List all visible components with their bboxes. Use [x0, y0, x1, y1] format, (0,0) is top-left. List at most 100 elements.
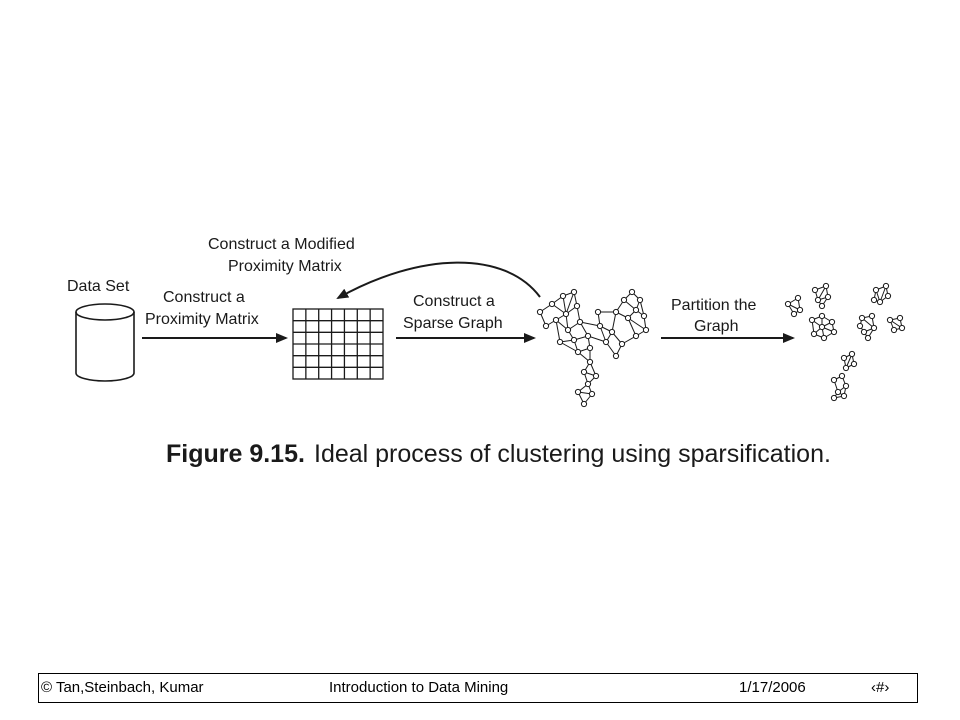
graph-node — [576, 318, 584, 326]
cluster-node — [790, 310, 798, 318]
cluster-node — [886, 316, 894, 324]
footer-copyright: © Tan,Steinbach, Kumar — [41, 679, 204, 696]
cluster-node — [898, 324, 906, 332]
graph-node — [573, 302, 581, 310]
cluster-node — [850, 360, 858, 368]
cluster-node — [808, 316, 816, 324]
graph-edge — [627, 317, 647, 331]
cluster-node — [860, 328, 868, 336]
cluster-node — [858, 314, 866, 322]
graph-node — [594, 308, 602, 316]
cluster-node — [872, 286, 880, 294]
graph-node — [602, 338, 610, 346]
cluster-node — [834, 388, 842, 396]
slide-footer: © Tan,Steinbach, Kumar Introduction to D… — [38, 673, 918, 703]
cluster-node — [842, 382, 850, 390]
graph-edge — [611, 311, 617, 333]
cluster-node — [794, 294, 802, 302]
feedback-arrow — [336, 261, 541, 299]
graph-node — [612, 352, 620, 360]
graph-node — [542, 322, 550, 330]
cluster-node — [830, 328, 838, 336]
graph-node — [562, 310, 570, 318]
footer-title: Introduction to Data Mining — [329, 679, 509, 696]
cluster-node — [870, 324, 878, 332]
cluster-node — [876, 298, 884, 306]
graph-node — [536, 308, 544, 316]
sparse-label-line1: Construct a — [413, 293, 495, 310]
graph-node — [628, 288, 636, 296]
cluster-node — [824, 293, 832, 301]
cluster-node — [842, 364, 850, 372]
graph-node — [574, 348, 582, 356]
graph-edge — [587, 335, 607, 343]
graph-edge — [579, 321, 601, 327]
figure-caption: Ideal process of clustering using sparsi… — [314, 440, 831, 468]
graph-node — [570, 288, 578, 296]
cluster-node — [838, 372, 846, 380]
graph-edge — [555, 319, 561, 343]
cluster-node — [818, 302, 826, 310]
cluster-node — [810, 330, 818, 338]
graph-node — [608, 328, 616, 336]
graph-edge — [565, 291, 575, 315]
graph-node — [596, 322, 604, 330]
clustering-process-diagram: Data Set Construct a Proximity Matrix Co… — [67, 236, 906, 468]
cluster-node — [840, 392, 848, 400]
cluster-node — [884, 292, 892, 300]
sparse-label-line2: Sparse Graph — [403, 315, 503, 332]
cluster-node — [814, 296, 822, 304]
footer-page-number: ‹#› — [871, 679, 890, 696]
graph-node — [570, 336, 578, 344]
cluster-node — [868, 312, 876, 320]
graph-node — [642, 326, 650, 334]
proximity-matrix-grid — [292, 308, 384, 380]
cluster-node — [818, 323, 826, 331]
cluster-node — [820, 334, 828, 342]
graph-node — [588, 390, 596, 398]
graph-edge — [559, 341, 579, 353]
cluster-node — [840, 354, 848, 362]
proximity-label-line1: Construct a — [163, 289, 245, 306]
footer-date: 1/17/2006 — [739, 679, 806, 696]
cluster-node — [896, 314, 904, 322]
graph-node — [580, 400, 588, 408]
graph-node — [580, 368, 588, 376]
graph-node — [548, 300, 556, 308]
modified-label-line1: Construct a Modified — [208, 236, 355, 253]
cluster-node — [818, 312, 826, 320]
figure-number: Figure 9.15. — [166, 440, 305, 468]
graph-node — [556, 338, 564, 346]
cluster-node — [882, 282, 890, 290]
graph-node — [636, 296, 644, 304]
partition-label-line2: Graph — [694, 318, 738, 335]
cluster-node — [870, 296, 878, 304]
cluster-node — [811, 286, 819, 294]
graph-node — [574, 388, 582, 396]
graph-node — [584, 380, 592, 388]
graph-node — [632, 332, 640, 340]
cluster-node — [822, 282, 830, 290]
graph-node — [612, 308, 620, 316]
graph-node — [632, 306, 640, 314]
graph-node — [624, 314, 632, 322]
cluster-node — [796, 306, 804, 314]
graph-node — [586, 344, 594, 352]
graph-node — [559, 292, 567, 300]
proximity-label-line2: Proximity Matrix — [145, 311, 259, 328]
graph-node — [586, 358, 594, 366]
cluster-node — [890, 326, 898, 334]
cluster-node — [830, 394, 838, 402]
data-set-label: Data Set — [67, 278, 130, 295]
modified-label-line2: Proximity Matrix — [228, 258, 342, 275]
partition-label-line1: Partition the — [671, 297, 756, 314]
partitioned-clusters — [784, 282, 906, 402]
cluster-node — [856, 322, 864, 330]
cluster-node — [830, 376, 838, 384]
cluster-node — [848, 350, 856, 358]
graph-node — [584, 332, 592, 340]
data-set-cylinder-icon — [75, 303, 135, 382]
graph-node — [564, 326, 572, 334]
cluster-node — [784, 300, 792, 308]
graph-edge — [627, 317, 637, 337]
